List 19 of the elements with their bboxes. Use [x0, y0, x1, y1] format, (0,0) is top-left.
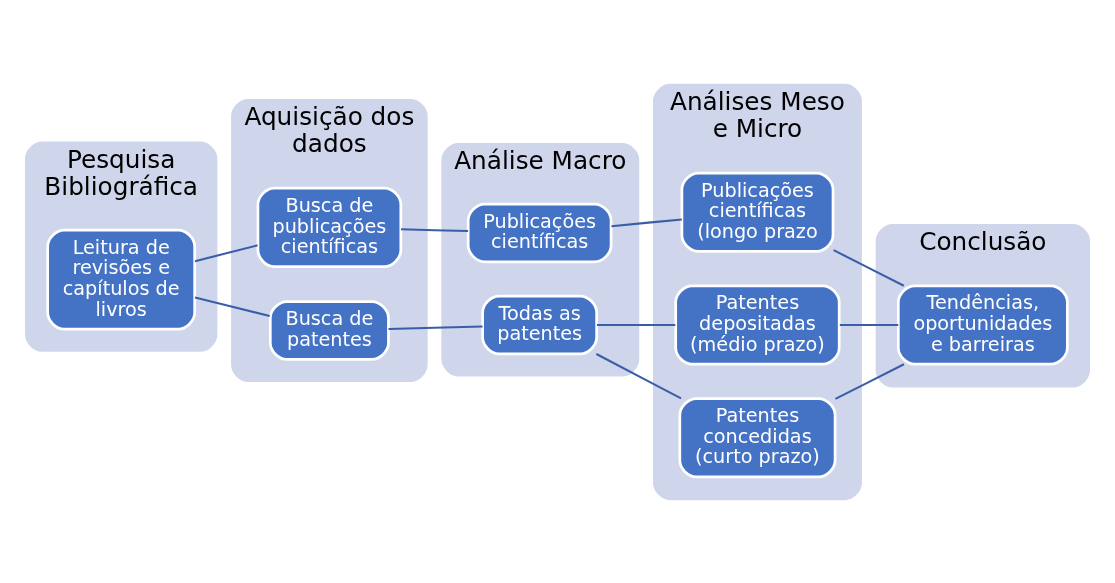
node-box: Publicações científicas: [466, 202, 613, 263]
connector: [834, 362, 905, 400]
connector: [400, 227, 469, 232]
connector: [839, 323, 899, 326]
connector: [611, 217, 682, 227]
connector: [595, 352, 682, 399]
node-box: Busca de patentes: [268, 299, 390, 361]
connector: [596, 323, 676, 326]
node-box: Busca de publicações científicas: [256, 186, 403, 268]
node-box: Leitura de revisões e capítulos de livros: [46, 228, 197, 330]
node-box: Todas as patentes: [481, 294, 599, 355]
node-box: Tendências, oportunidades e barreiras: [896, 283, 1069, 366]
node-box: Publicações científicas (longo prazo: [680, 171, 835, 253]
node-box: Patentes concedidas (curto prazo): [678, 396, 837, 478]
connector: [388, 324, 483, 330]
connector: [833, 248, 905, 287]
connector: [194, 296, 270, 317]
connector: [194, 243, 258, 262]
node-box: Patentes depositadas (médio prazo): [674, 283, 841, 366]
